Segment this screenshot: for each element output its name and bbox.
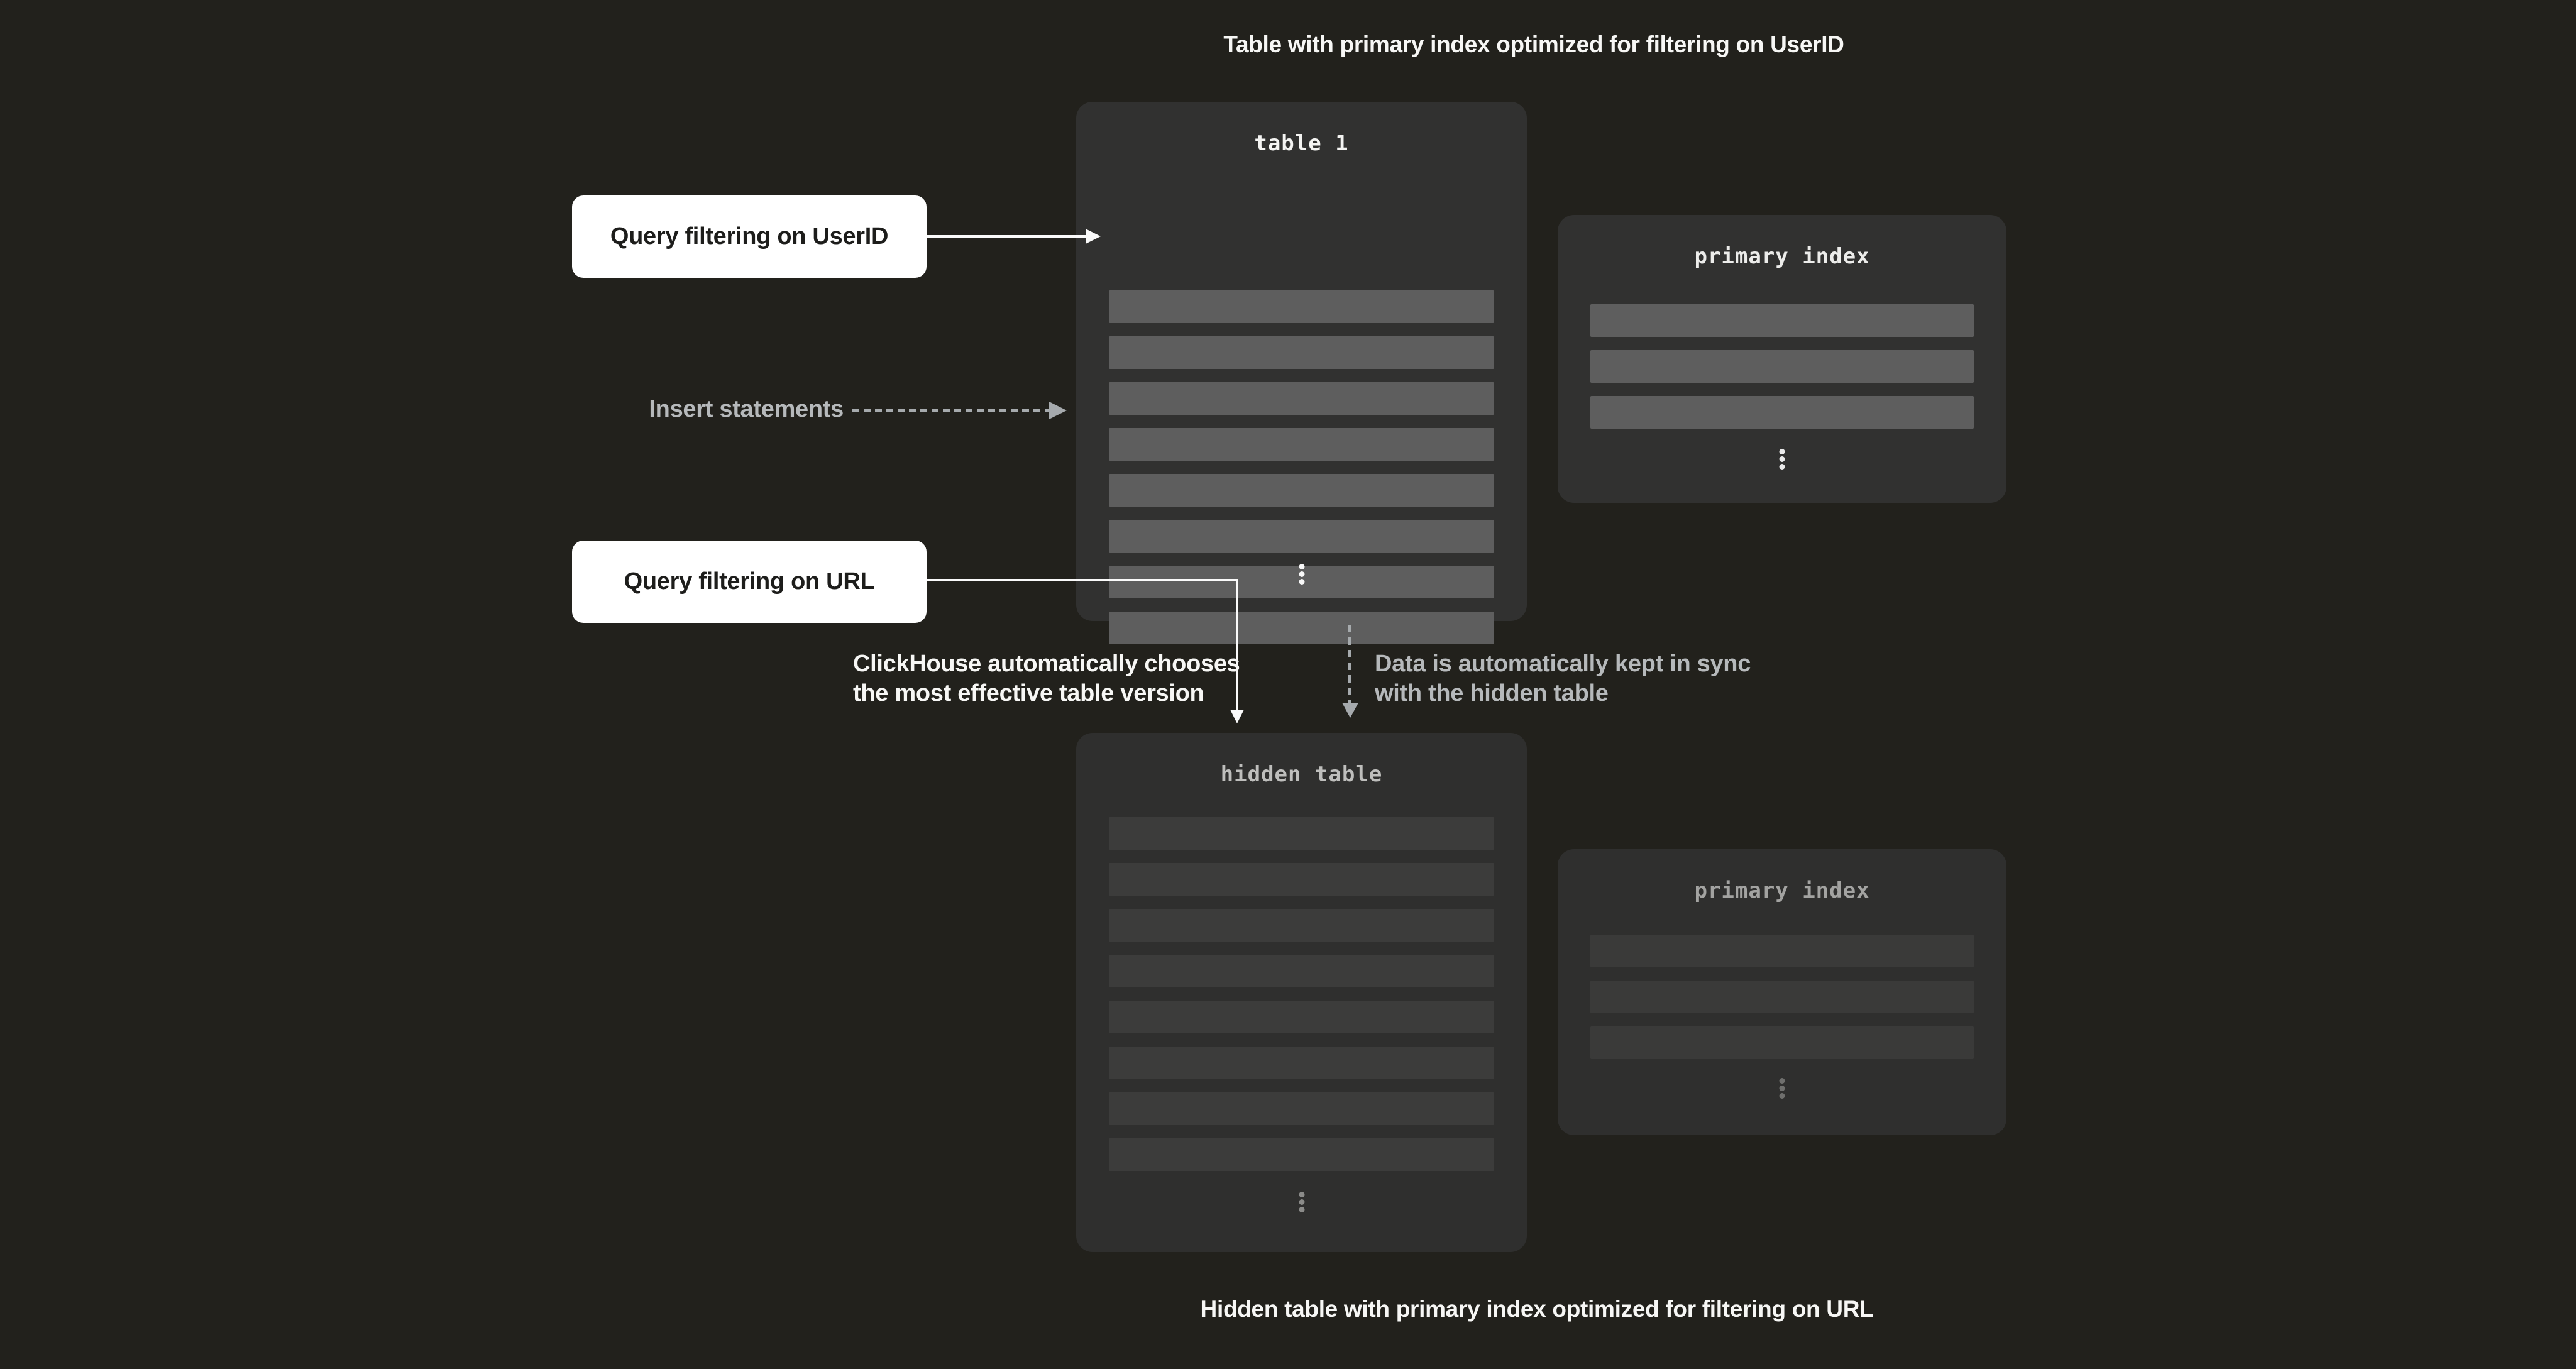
data-sync-annotation: Data is automatically kept in sync with … xyxy=(1375,651,1751,706)
primary-index-bottom-rows xyxy=(1590,935,1974,1072)
table-row xyxy=(1109,612,1494,644)
table-row xyxy=(1109,1092,1494,1125)
clickhouse-chooses-annotation: ClickHouse automatically chooses the mos… xyxy=(853,651,1240,706)
table-row xyxy=(1109,336,1494,369)
insert-dashed-arrow-line xyxy=(852,409,1049,412)
sync-dashed-arrow-line xyxy=(1348,625,1351,703)
caption-top: Table with primary index optimized for f… xyxy=(1223,31,1844,57)
table-row xyxy=(1109,817,1494,850)
table-row xyxy=(1590,1026,1974,1059)
primary-index-top-box: primary index xyxy=(1558,215,2006,503)
caption-bottom: Hidden table with primary index optimize… xyxy=(1200,1296,1874,1322)
url-arrow-vertical-line xyxy=(1236,579,1238,711)
primary-index-bottom-ellipsis-icon xyxy=(1779,1078,1785,1099)
query-filtering-userid-label: Query filtering on UserID xyxy=(572,195,927,278)
hidden-table-title: hidden table xyxy=(1220,762,1383,787)
table-row xyxy=(1109,863,1494,896)
table-row xyxy=(1109,1047,1494,1079)
userid-arrow-line xyxy=(927,235,1086,238)
table-row xyxy=(1590,935,1974,967)
query-filtering-url-text: Query filtering on URL xyxy=(624,568,875,595)
url-arrow-horizontal-line xyxy=(927,579,1238,581)
primary-index-bottom-box: primary index xyxy=(1558,849,2006,1135)
primary-index-top-title: primary index xyxy=(1694,244,1870,269)
table-row xyxy=(1109,382,1494,415)
table-row xyxy=(1109,428,1494,461)
table1-rows xyxy=(1109,290,1494,657)
table-row xyxy=(1109,955,1494,987)
table-row xyxy=(1590,350,1974,383)
table-row xyxy=(1109,520,1494,553)
table-row xyxy=(1590,396,1974,429)
table-row xyxy=(1590,304,1974,337)
table-row xyxy=(1109,1138,1494,1171)
table1-title: table 1 xyxy=(1254,131,1349,156)
table-row xyxy=(1109,474,1494,507)
table-row xyxy=(1109,290,1494,323)
hidden-table-ellipsis-icon xyxy=(1299,1192,1304,1212)
sync-dashed-arrow-head-icon xyxy=(1342,703,1358,718)
primary-index-top-rows xyxy=(1590,304,1974,442)
insert-statements-label: Insert statements xyxy=(649,396,844,422)
insert-dashed-arrow-head-icon xyxy=(1049,402,1067,419)
url-arrow-head-icon xyxy=(1230,710,1244,723)
table-row xyxy=(1109,909,1494,942)
primary-index-bottom-title: primary index xyxy=(1694,878,1870,903)
table-row xyxy=(1109,1001,1494,1033)
table1-ellipsis-icon xyxy=(1299,564,1304,585)
primary-index-top-ellipsis-icon xyxy=(1779,449,1785,470)
userid-arrow-head-icon xyxy=(1086,229,1101,244)
table-row xyxy=(1590,981,1974,1013)
hidden-table-rows xyxy=(1109,817,1494,1184)
table1-box: table 1 xyxy=(1076,102,1527,644)
hidden-table-box: hidden table xyxy=(1076,733,1527,1252)
query-filtering-userid-text: Query filtering on UserID xyxy=(610,223,889,250)
query-filtering-url-label: Query filtering on URL xyxy=(572,541,927,623)
